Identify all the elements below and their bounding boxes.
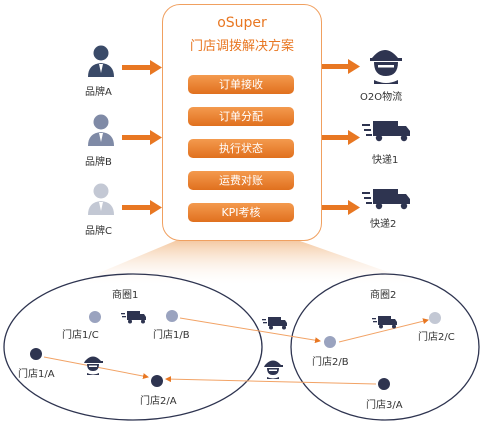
store-dot-1b [166, 310, 178, 322]
arrow-brand-a [122, 60, 162, 75]
person-icon-brand-b [88, 114, 114, 146]
connector-fan [70, 241, 425, 285]
panel-title: oSuper [217, 15, 267, 31]
output-label-express1: 快递1 [372, 155, 399, 166]
step-order-assign: 订单分配 [188, 107, 294, 126]
person-icon-brand-a [88, 45, 114, 77]
transfer-line-3a-2a [165, 376, 377, 385]
store-label-2b: 门店2/B [312, 357, 349, 368]
trade-area-1 [3, 273, 263, 421]
area-label-1: 商圈1 [112, 290, 139, 301]
arrow-brand-c [122, 200, 162, 215]
output-label-o2o: O2O物流 [360, 92, 403, 103]
small-courier-icon-1 [84, 356, 103, 375]
small-truck-icon-2 [262, 317, 287, 330]
panel-subtitle: 门店调拨解决方案 [189, 39, 294, 54]
store-dot-1c [89, 311, 101, 323]
step-order-receive: 订单接收 [188, 75, 294, 94]
arrow-out-express2 [322, 200, 360, 215]
store-dot-1a [30, 348, 42, 360]
truck-icon-express1 [362, 121, 410, 142]
store-dot-2b [324, 336, 336, 348]
step-kpi-assessment: KPI考核 [188, 203, 294, 222]
arrow-out-o2o [322, 59, 360, 74]
arrow-brand-b [122, 130, 162, 145]
step-freight-reconcile: 运费对账 [188, 171, 294, 190]
store-label-1c: 门店1/C [62, 330, 99, 341]
store-dot-3a [378, 378, 390, 390]
store-label-1b: 门店1/B [153, 330, 190, 341]
small-truck-icon-3 [372, 316, 397, 329]
trade-area-2 [290, 273, 480, 421]
output-label-express2: 快递2 [370, 219, 397, 230]
small-truck-icon-1 [121, 311, 146, 324]
transfer-line-2b-2c [338, 318, 429, 343]
brand-label-c: 品牌C [85, 226, 112, 237]
arrow-out-express1 [322, 130, 360, 145]
truck-icon-express2 [362, 189, 410, 210]
store-label-3a: 门店3/A [366, 400, 403, 411]
transfer-line-1b-2b [179, 317, 321, 344]
store-label-1a: 门店1/A [18, 369, 55, 380]
store-dot-2a [151, 375, 163, 387]
person-icon-brand-c [88, 183, 114, 215]
store-label-2a: 门店2/A [140, 396, 177, 407]
store-dot-2c [429, 312, 441, 324]
step-exec-status: 执行状态 [188, 139, 294, 158]
store-label-2c: 门店2/C [418, 332, 455, 343]
small-courier-icon-2 [264, 360, 283, 379]
courier-icon [370, 50, 402, 84]
area-label-2: 商圈2 [370, 290, 397, 301]
brand-label-a: 品牌A [85, 87, 112, 98]
brand-label-b: 品牌B [85, 157, 112, 168]
